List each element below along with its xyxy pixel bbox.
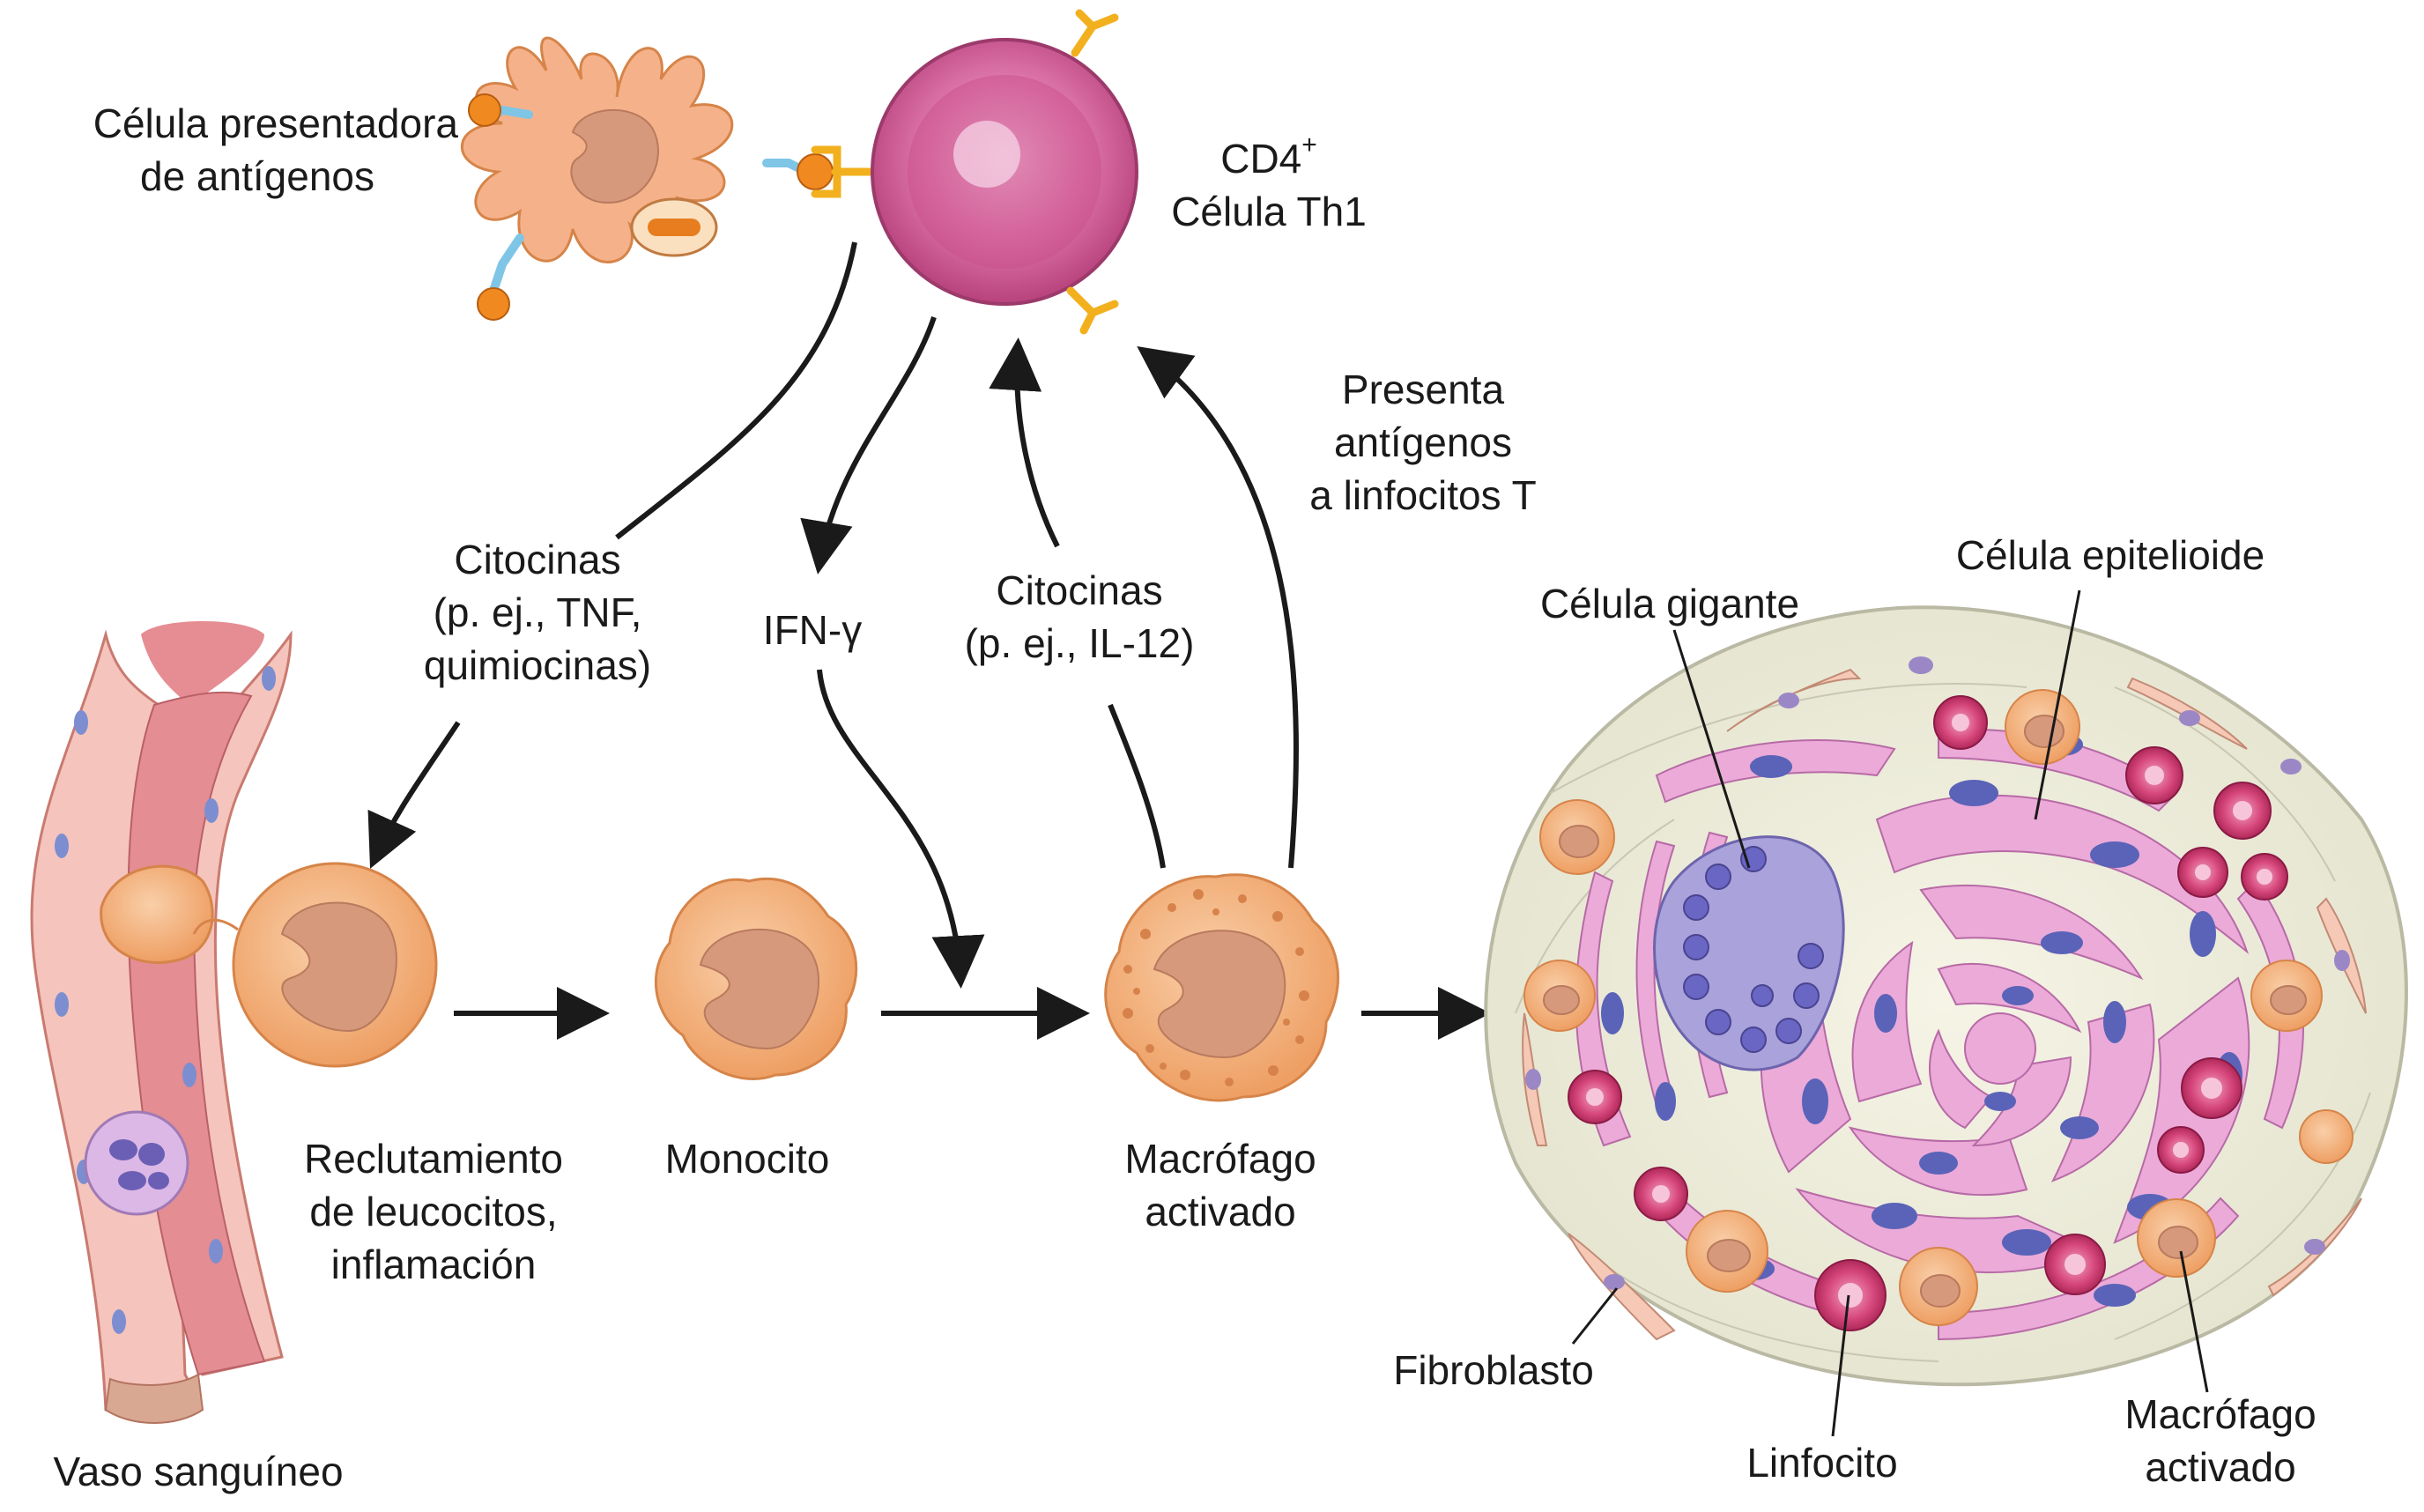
granuloma-lymphocytes bbox=[1568, 695, 2288, 1331]
cd4-label-sup: + bbox=[1301, 130, 1317, 159]
presents-antigens-label: Presenta antígenos a linfocitos T bbox=[1309, 363, 1536, 522]
apc-label: Célula presentadora de antígenos bbox=[0, 97, 458, 203]
granuloma-macrophage-line-1: Macrófago bbox=[2124, 1391, 2317, 1437]
cd4-label-main: CD4 bbox=[1220, 136, 1302, 182]
leader-granuloma-macrophage bbox=[2179, 1250, 2209, 1393]
monocyte-cell bbox=[654, 877, 858, 1080]
monocyte-label: Monocito bbox=[664, 1136, 830, 1182]
apc-label-line-2: de antígenos bbox=[139, 153, 374, 199]
arrow-ifn-to-macrophage bbox=[817, 669, 985, 989]
recruitment-line-2: de leucocitos, bbox=[309, 1189, 558, 1234]
cd4-th1-label: CD4+ Célula Th1 bbox=[1171, 130, 1367, 238]
arrow-th1-to-ifn bbox=[800, 316, 937, 574]
presents-label-line-3: a linfocitos T bbox=[1309, 472, 1537, 518]
leader-lines bbox=[1571, 589, 2209, 1437]
neutrophil-in-vessel bbox=[84, 1110, 189, 1216]
giant-cell bbox=[1653, 835, 1845, 1071]
cd4-label: CD4+ bbox=[1171, 130, 1367, 185]
granuloma-macrophage-line-2: activado bbox=[2145, 1444, 2296, 1490]
leader-fibroblast bbox=[1571, 1287, 1619, 1345]
cytokines-il12-line-2: (p. ej., IL-12) bbox=[964, 620, 1195, 666]
activated-macrophage-cell bbox=[1104, 873, 1339, 1102]
arrow-macrophage-presents bbox=[1137, 345, 1299, 869]
granuloma-macrophage-label: Macrófago activado bbox=[2124, 1388, 2316, 1493]
giant-cell-label: Célula gigante bbox=[1539, 581, 1800, 626]
arrows bbox=[367, 241, 1491, 1040]
arrow-cytokines-to-th1 bbox=[989, 337, 1060, 548]
apc-label-line-1: Célula presentadora bbox=[93, 100, 458, 146]
blood-vessel-label: Vaso sanguíneo bbox=[53, 1449, 344, 1494]
activated-macrophage-label: Macrófago activado bbox=[1124, 1132, 1316, 1238]
arrow-macrophage-cytokines bbox=[1108, 703, 1166, 869]
recruitment-line-3: inflamación bbox=[330, 1241, 537, 1287]
epithelioid-cell-label: Célula epitelioide bbox=[1955, 532, 2265, 578]
recruitment-label: Reclutamiento de leucocitos, inflamación bbox=[304, 1132, 563, 1291]
cytokines-il12-line-1: Citocinas bbox=[996, 567, 1163, 613]
recruitment-line-1: Reclutamiento bbox=[303, 1136, 564, 1182]
presents-label-line-2: antígenos bbox=[1333, 419, 1513, 465]
th1-label: Célula Th1 bbox=[1171, 189, 1367, 234]
cytokines-tnf-line-1: Citocinas bbox=[454, 537, 621, 582]
ifn-gamma-label: IFN-γ bbox=[762, 607, 863, 653]
granuloma-macrophages bbox=[1523, 689, 2354, 1326]
cytokines-tnf-line-3: quimiocinas) bbox=[423, 642, 652, 688]
cytokines-il12-label: Citocinas (p. ej., IL-12) bbox=[965, 564, 1195, 670]
leader-lymphocyte bbox=[1831, 1294, 1850, 1437]
activated-macrophage-line-2: activado bbox=[1145, 1189, 1296, 1234]
leader-giant-cell bbox=[1672, 629, 1751, 869]
granuloma bbox=[1484, 605, 2408, 1387]
cytokines-tnf-label: Citocinas (p. ej., TNF, quimiocinas) bbox=[424, 533, 651, 692]
antigen-presenting-cell bbox=[460, 36, 834, 321]
cytokines-tnf-line-2: (p. ej., TNF, bbox=[433, 589, 642, 635]
arrow-cytokines-to-recruitment bbox=[367, 721, 461, 869]
fibroblast-label: Fibroblasto bbox=[1393, 1347, 1594, 1393]
arrow-apc-to-cytokines bbox=[615, 241, 857, 540]
leader-epithelioid bbox=[2034, 589, 2081, 820]
lymphocyte-label: Linfocito bbox=[1746, 1440, 1898, 1486]
activated-macrophage-line-1: Macrófago bbox=[1124, 1136, 1316, 1182]
extravasating-monocyte bbox=[100, 862, 438, 1068]
presents-label-line-1: Presenta bbox=[1341, 367, 1505, 412]
th1-cell bbox=[871, 9, 1138, 335]
